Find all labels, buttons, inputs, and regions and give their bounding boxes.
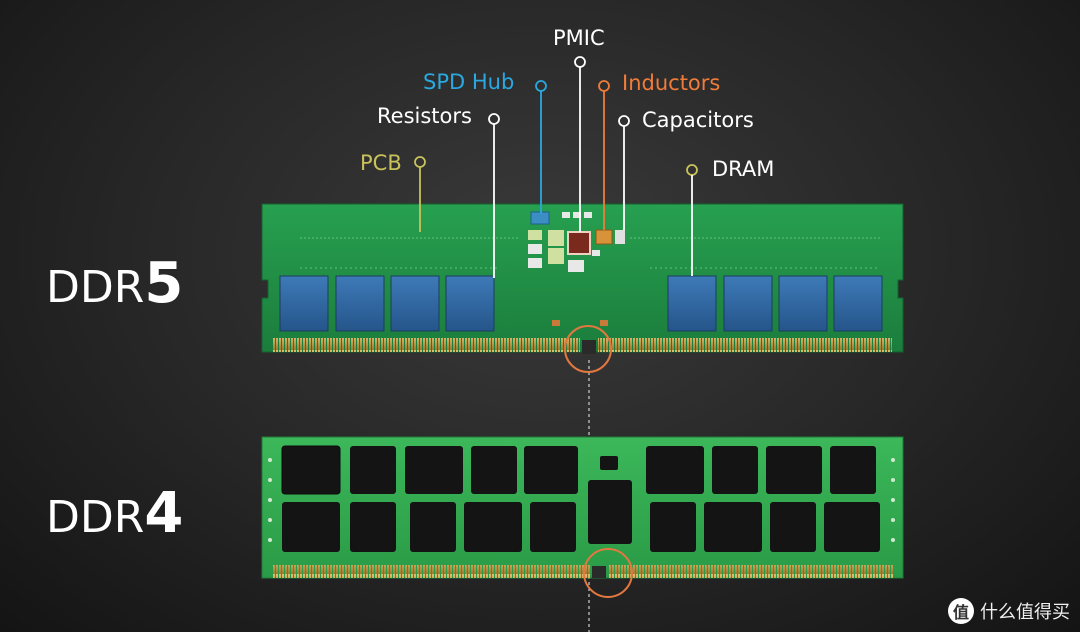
ddr4-dram-chip xyxy=(281,445,341,495)
ddr4-register-chip xyxy=(588,480,632,544)
ddr4-gold-fingers-left xyxy=(272,565,590,578)
watermark: 值 什么值得买 xyxy=(948,598,1070,624)
ddr5-dram-chip xyxy=(279,275,329,332)
ddr4-dram-chip xyxy=(646,446,704,494)
ddr4-dram-chip xyxy=(530,502,576,552)
ddr4-title-gen: 4 xyxy=(144,481,184,546)
ddr4-gold-fingers-right xyxy=(608,565,894,578)
ddr5-resistor xyxy=(584,212,592,218)
ddr5-component xyxy=(548,248,564,264)
ddr5-dram-chip xyxy=(445,275,495,332)
ddr4-dram-chip xyxy=(712,446,758,494)
ddr5-capacitor xyxy=(615,230,625,244)
ddr5-dram-chip xyxy=(667,275,717,332)
spd-hub-marker xyxy=(535,80,547,92)
ddr5-title-gen: 5 xyxy=(144,251,184,316)
ddr5-module xyxy=(261,203,904,373)
ddr4-dram-chip xyxy=(766,446,822,494)
pcb-marker xyxy=(414,156,426,168)
ddr4-dram-chip xyxy=(464,502,522,552)
ddr5-component xyxy=(548,230,564,246)
ddr4-dram-chip xyxy=(524,446,578,494)
callout-dram: DRAM xyxy=(712,157,775,181)
ddr4-dram-chip xyxy=(650,502,696,552)
ddr4-dram-chip xyxy=(830,446,876,494)
watermark-badge-icon: 值 xyxy=(948,598,974,624)
ddr5-dram-chip xyxy=(390,275,440,332)
ddr5-resistor xyxy=(562,212,570,218)
ddr5-dram-chip xyxy=(778,275,828,332)
ddr4-small-chip xyxy=(600,456,618,470)
callout-capacitors: Capacitors xyxy=(642,108,754,132)
ddr4-notch-ring xyxy=(583,548,633,598)
ddr4-dram-chip xyxy=(471,446,517,494)
ddr5-component xyxy=(528,258,542,268)
inductors-marker xyxy=(598,80,610,92)
ddr5-key-notch xyxy=(582,340,596,354)
ddr5-title-base: DDR xyxy=(46,262,145,313)
ddr5-pmic-chip xyxy=(567,231,591,255)
ddr5-component xyxy=(592,250,600,256)
ddr4-dram-chip xyxy=(770,502,816,552)
ddr5-component xyxy=(528,230,542,240)
ddr5-gold-fingers-right xyxy=(598,338,892,352)
ddr5-component xyxy=(568,260,584,272)
ddr4-title: DDR4 xyxy=(46,486,183,542)
ddr5-dram-chip xyxy=(833,275,883,332)
ddr4-dram-chip xyxy=(350,502,396,552)
ddr4-title-base: DDR xyxy=(46,492,145,543)
ddr4-dram-chip xyxy=(405,446,463,494)
ddr5-inductor-chip xyxy=(595,229,613,245)
ddr4-dram-chip xyxy=(282,502,340,552)
callout-inductors: Inductors xyxy=(622,71,721,95)
ddr5-resistor xyxy=(573,212,581,218)
dram-marker xyxy=(686,164,698,176)
pmic-marker xyxy=(574,56,586,68)
ddr5-title: DDR5 xyxy=(46,256,183,312)
ddr5-dram-chip xyxy=(723,275,773,332)
callout-resistors: Resistors xyxy=(377,104,472,128)
ddr4-dram-chip xyxy=(824,502,880,552)
ddr4-dram-chip xyxy=(704,502,762,552)
ddr4-dram-chip xyxy=(350,446,396,494)
ddr5-component xyxy=(528,244,542,254)
callout-pmic: PMIC xyxy=(553,26,605,50)
ddr5-dram-chip xyxy=(335,275,385,332)
ddr5-notch-ring xyxy=(564,325,612,373)
watermark-text: 什么值得买 xyxy=(980,602,1070,623)
ddr4-dram-chip xyxy=(410,502,456,552)
resistors-marker xyxy=(488,113,500,125)
ddr5-gold-fingers-left xyxy=(272,338,580,352)
callout-pcb: PCB xyxy=(360,151,402,175)
ddr5-spd-hub-chip xyxy=(530,211,550,225)
callout-spd-hub: SPD Hub xyxy=(423,70,515,94)
ddr4-key-notch xyxy=(592,566,606,578)
capacitors-marker xyxy=(618,115,630,127)
ddr4-module xyxy=(261,436,904,598)
